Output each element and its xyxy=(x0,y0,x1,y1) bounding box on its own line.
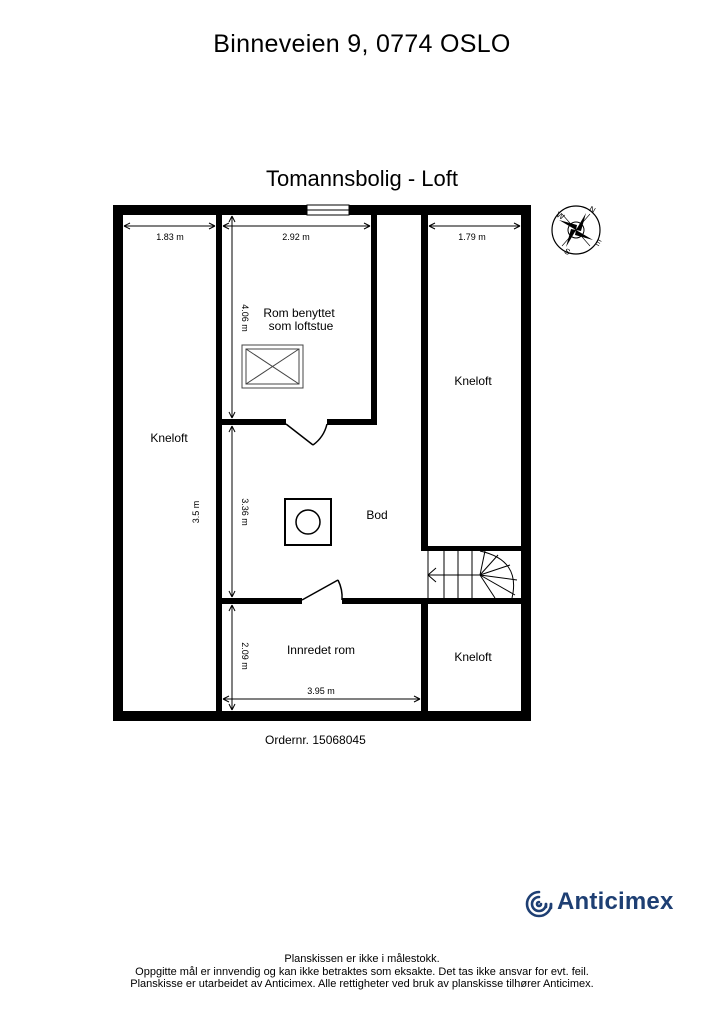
anticimex-logo-text: Anticimex xyxy=(557,888,674,915)
compass-e: E xyxy=(594,238,603,248)
skylight xyxy=(241,344,304,389)
dim-right-width: 1.79 m xyxy=(458,232,486,242)
footer-line-1: Planskissen er ikke i målestokk. xyxy=(284,953,440,965)
wall-inner-left xyxy=(216,205,222,721)
dim-loftstue-depth: 4.06 m xyxy=(240,304,250,332)
room-kneloft-right-top: Kneloft xyxy=(454,374,492,388)
dim-left-width: 1.83 m xyxy=(156,232,184,242)
wall-bottom xyxy=(113,711,531,721)
wall-kneloft-small xyxy=(421,598,428,721)
footer-line-3: Planskisse er utarbeidet av Anticimex. A… xyxy=(130,978,594,990)
room-bod: Bod xyxy=(366,508,387,522)
wall-innredet-top-a xyxy=(216,598,302,604)
address-title: Binneveien 9, 0774 OSLO xyxy=(213,30,511,58)
dim-left-depth: 3.5 m xyxy=(191,501,201,524)
compass-n: N xyxy=(587,204,597,215)
anticimex-logo-icon xyxy=(525,890,553,918)
wall-right-knee xyxy=(421,205,428,550)
dim-innredet-depth: 2.09 m xyxy=(240,642,250,670)
wall-right xyxy=(521,205,531,721)
room-innredet: Innredet rom xyxy=(287,643,355,657)
dim-loftstue-width: 2.92 m xyxy=(282,232,310,242)
window xyxy=(306,204,350,216)
plan-title: Tomannsbolig - Loft xyxy=(266,166,458,191)
order-number: Ordernr. 15068045 xyxy=(265,733,366,747)
wall-loftstue-right xyxy=(371,205,377,424)
footer-disclaimer: Planskissen er ikke i målestokk. Oppgitt… xyxy=(0,953,724,991)
compass-rose-icon: N E S W xyxy=(551,204,603,257)
wall-left xyxy=(113,205,123,721)
wall-loftstue-bottom-b xyxy=(327,419,377,425)
chimney xyxy=(284,498,332,546)
dim-innredet-width: 3.95 m xyxy=(307,686,335,696)
room-loftstue-line2: som loftstue xyxy=(269,319,334,333)
compass-s: S xyxy=(563,247,572,257)
door-loftstue xyxy=(285,423,328,446)
anticimex-logo: Anticimex xyxy=(524,888,694,919)
dim-bod-depth: 3.36 m xyxy=(240,498,250,526)
wall-loftstue-bottom-a xyxy=(216,419,286,425)
footer-line-2: Oppgitte mål er innvendig og kan ikke be… xyxy=(135,965,589,978)
room-kneloft-left: Kneloft xyxy=(150,431,188,445)
room-loftstue-line1: Rom benyttet xyxy=(263,306,335,320)
wall-innredet-top-b xyxy=(342,598,531,604)
door-innredet xyxy=(301,579,343,601)
room-kneloft-right-bottom: Kneloft xyxy=(454,650,492,664)
compass-w: W xyxy=(555,210,566,222)
wall-stair-top xyxy=(421,546,531,551)
dimension-lines xyxy=(123,215,521,711)
stairs xyxy=(427,550,518,599)
